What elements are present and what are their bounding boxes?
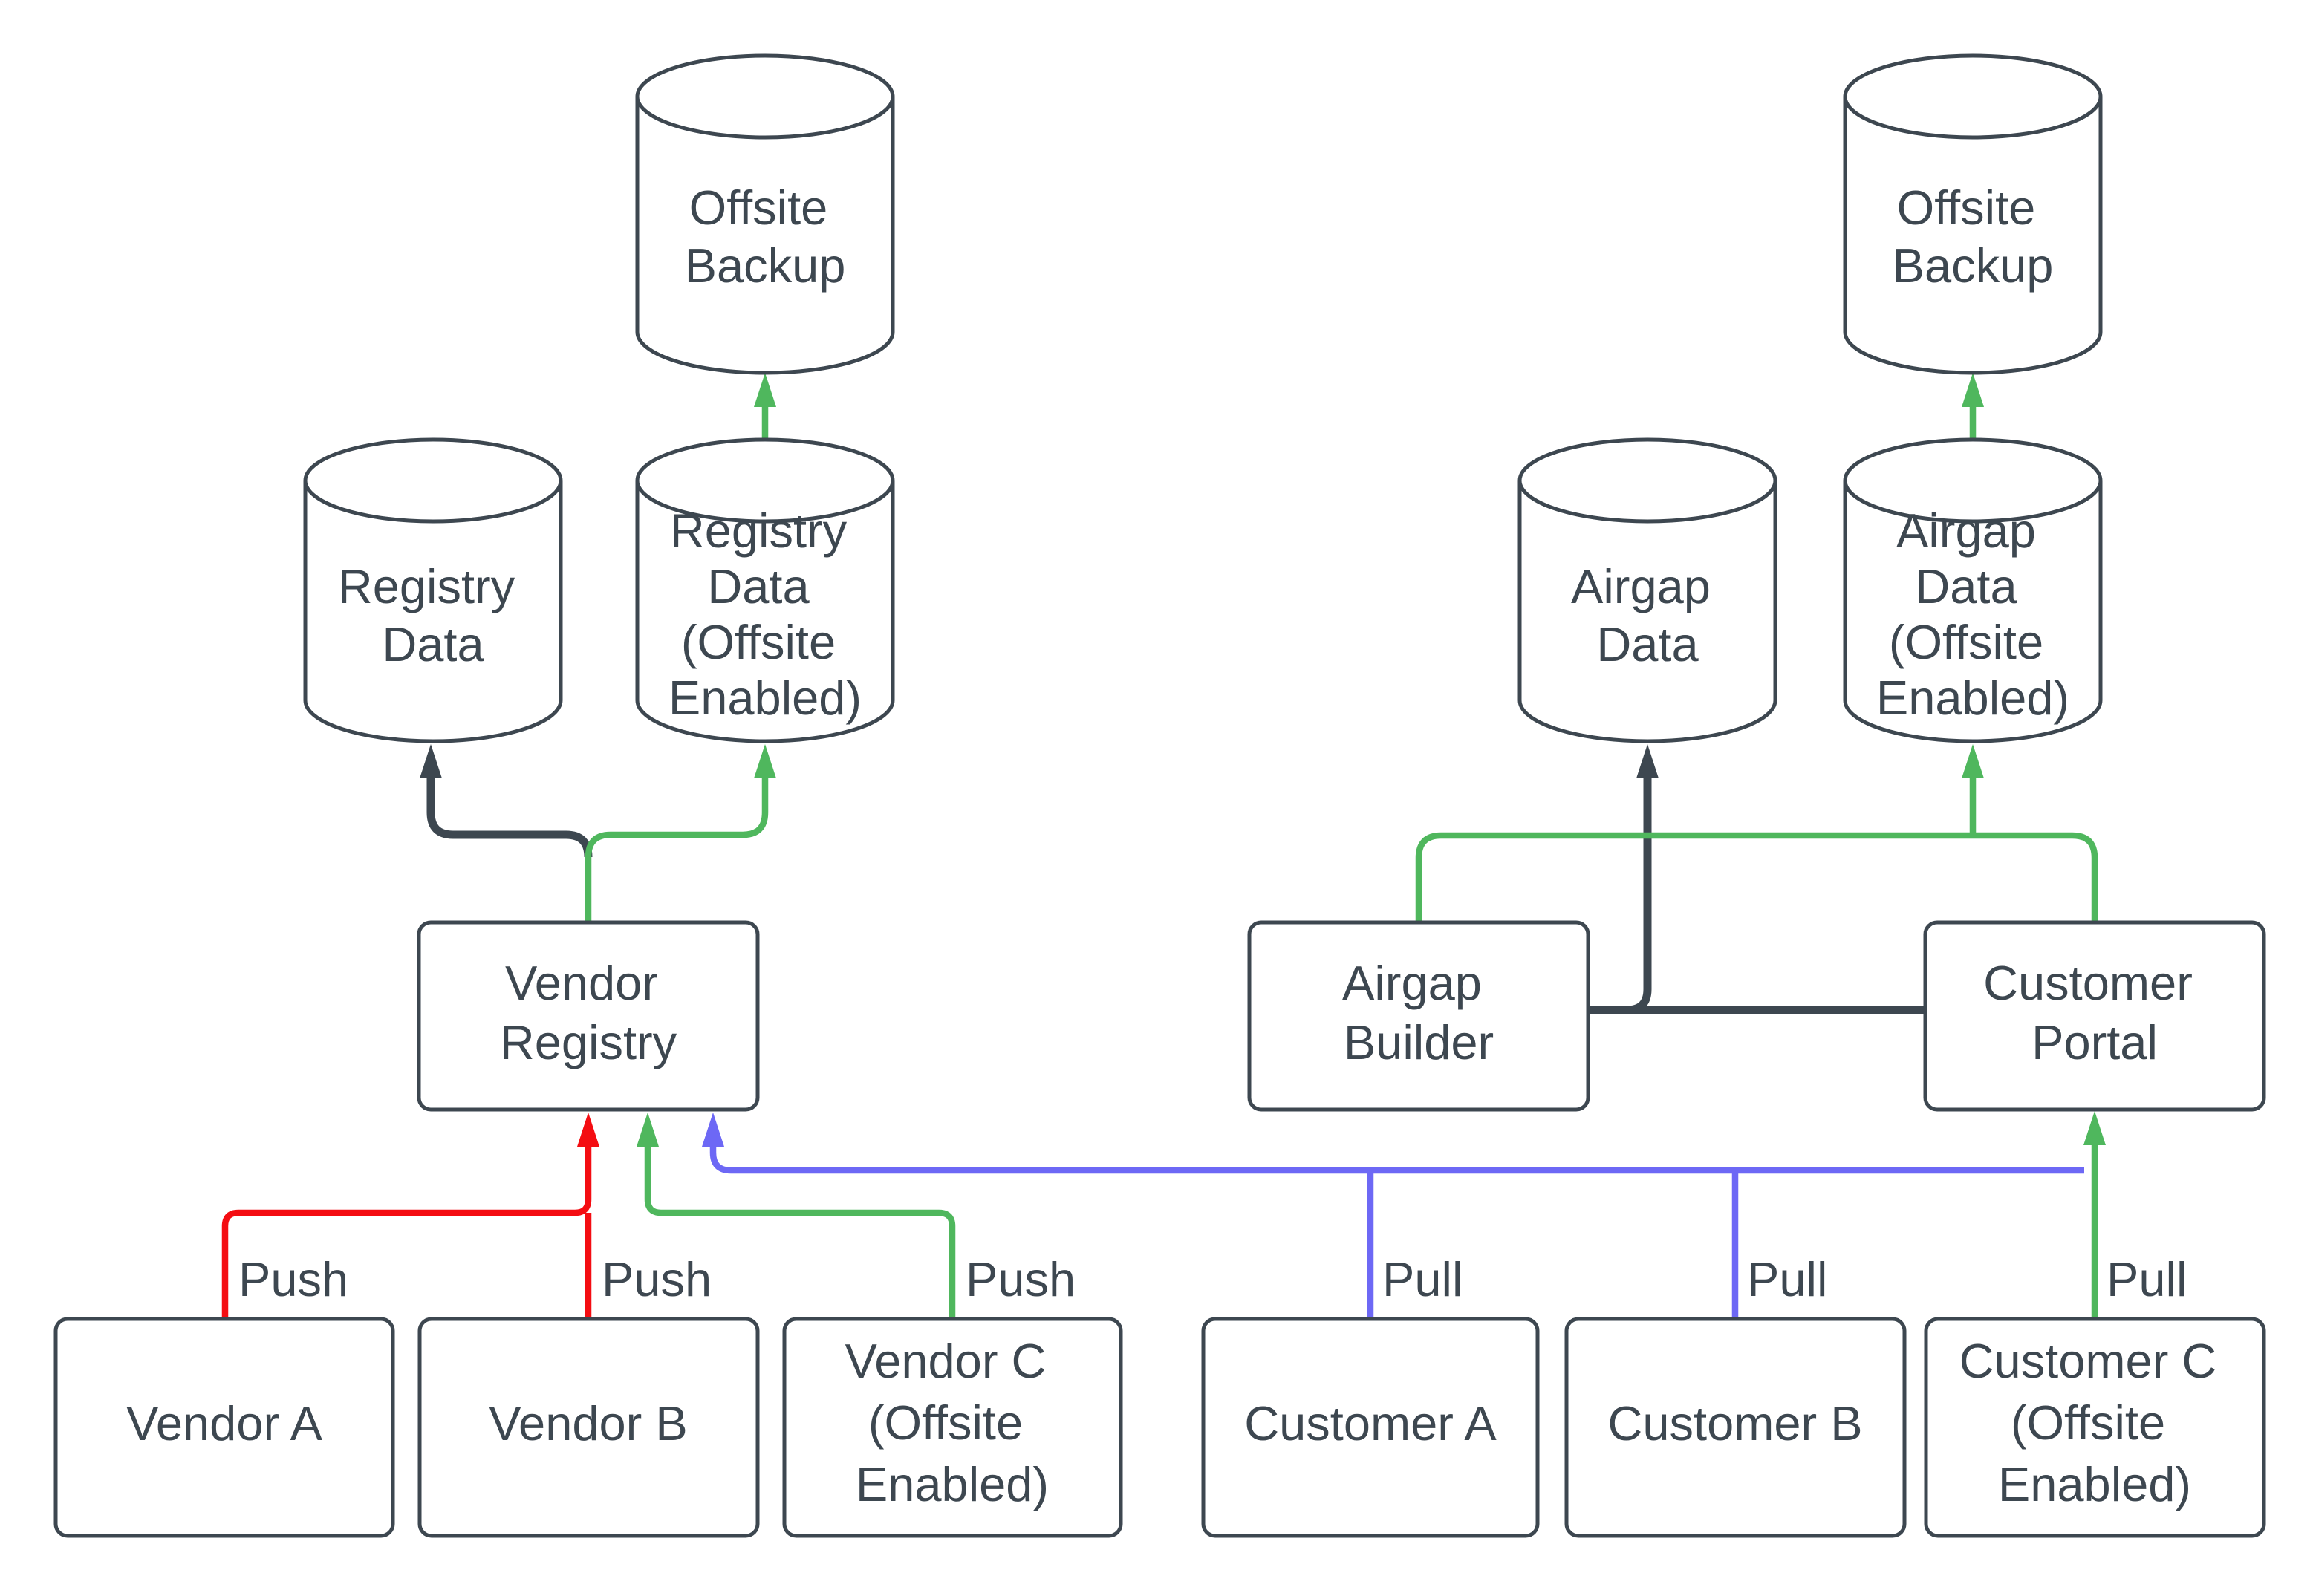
arrowhead-pull-into-vendor-registry [702, 1113, 724, 1147]
edge-label-push-vendor-a: Push [238, 1252, 348, 1306]
process-box [417, 1317, 760, 1538]
edge-layer [221, 373, 2106, 1319]
process-box [1564, 1317, 1907, 1538]
node-label: Vendor B [489, 1396, 687, 1450]
process-box [417, 920, 760, 1112]
node-customer-portal: Customer Portal [1923, 920, 2266, 1112]
node-customer-a: Customer A [1201, 1317, 1540, 1538]
node-registry-data-offsite: Registry Data (Offsite Enabled) [635, 437, 895, 743]
edge-into-airgap-data [1626, 778, 1652, 1014]
process-box [1923, 920, 2266, 1112]
node-label: Offsite Backup [1893, 180, 2054, 293]
edge-registry-to-registry-data-offsite [585, 778, 769, 922]
arrowhead-into-airgap-data [1636, 744, 1659, 778]
arrowhead-into-offsite-backup-left [754, 373, 776, 407]
node-airgap-builder: Airgap Builder [1247, 920, 1590, 1112]
node-vendor-a: Vendor A [53, 1317, 395, 1538]
database-cylinder [1843, 53, 2103, 375]
arrowhead-offsite-push-into-vendor-registry [637, 1113, 659, 1147]
node-layer: Offsite Backup Registry Data Registry Da… [53, 53, 2266, 1538]
database-cylinder-lid [1843, 480, 2103, 524]
edge-registry-to-registry-data [426, 778, 593, 858]
edge-builder-to-portal-offsite-sync [1415, 832, 2098, 922]
edge-vendor-c-push [644, 1147, 956, 1319]
node-label: Registry Data (Offsite Enabled) [668, 504, 862, 725]
edge-pull-trunk [709, 1147, 2084, 1174]
node-label: Airgap Data [1571, 559, 1724, 671]
process-box [53, 1317, 395, 1538]
arrowhead-push-into-vendor-registry [577, 1113, 599, 1147]
arrowhead-into-registry-data [420, 744, 442, 778]
process-box [782, 1317, 1123, 1538]
node-offsite-backup-right: Offsite Backup [1843, 53, 2103, 375]
node-vendor-registry: Vendor Registry [417, 920, 760, 1112]
database-cylinder [635, 53, 895, 375]
node-label: Offsite Backup [685, 180, 846, 293]
edge-label-push-vendor-b: Push [602, 1252, 712, 1306]
edge-label-push-vendor-c: Push [966, 1252, 1076, 1306]
process-box [1924, 1317, 2266, 1538]
arrowhead-into-airgap-data-offsite [1962, 744, 1984, 778]
node-customer-b: Customer B [1564, 1317, 1907, 1538]
node-label: Customer C (Offsite Enabled) [1959, 1334, 2231, 1511]
node-label: Airgap Data (Offsite Enabled) [1876, 504, 2069, 725]
node-airgap-data: Airgap Data [1517, 437, 1777, 743]
node-label: Vendor Registry [500, 956, 677, 1069]
edge-label-layer: Push Push Push Pull Pull Pull [238, 1252, 2187, 1306]
arrowhead-into-offsite-backup-right [1962, 373, 1984, 407]
node-label: Customer Portal [1983, 956, 2206, 1069]
edge-label-pull-customer-a: Pull [1382, 1252, 1463, 1306]
node-label: Airgap Builder [1342, 956, 1495, 1069]
process-box [1247, 920, 1590, 1112]
node-customer-c: Customer C (Offsite Enabled) [1924, 1317, 2266, 1538]
process-box [1201, 1317, 1540, 1538]
node-label: Customer B [1607, 1396, 1862, 1450]
database-cylinder-lid [1843, 96, 2103, 140]
database-cylinder-lid [1517, 480, 1777, 524]
edge-label-pull-customer-b: Pull [1747, 1252, 1827, 1306]
node-offsite-backup-left: Offsite Backup [635, 53, 895, 375]
node-label: Customer A [1244, 1396, 1497, 1450]
edge-label-pull-customer-c: Pull [2107, 1252, 2187, 1306]
database-cylinder-lid [303, 480, 563, 524]
node-vendor-b: Vendor B [417, 1317, 760, 1538]
edge-vendor-a-push [221, 1147, 592, 1319]
node-label: Vendor A [126, 1396, 322, 1450]
node-airgap-data-offsite: Airgap Data (Offsite Enabled) [1843, 437, 2103, 743]
node-vendor-c: Vendor C (Offsite Enabled) [782, 1317, 1123, 1538]
node-label: Registry Data [338, 559, 528, 671]
arrowhead-pull-into-customer-portal [2083, 1111, 2106, 1145]
arrowhead-into-registry-data-offsite [754, 744, 776, 778]
node-label: Vendor C (Offsite Enabled) [845, 1334, 1059, 1511]
database-cylinder-lid [635, 96, 895, 140]
database-cylinder-lid [635, 480, 895, 524]
node-registry-data: Registry Data [303, 437, 563, 743]
